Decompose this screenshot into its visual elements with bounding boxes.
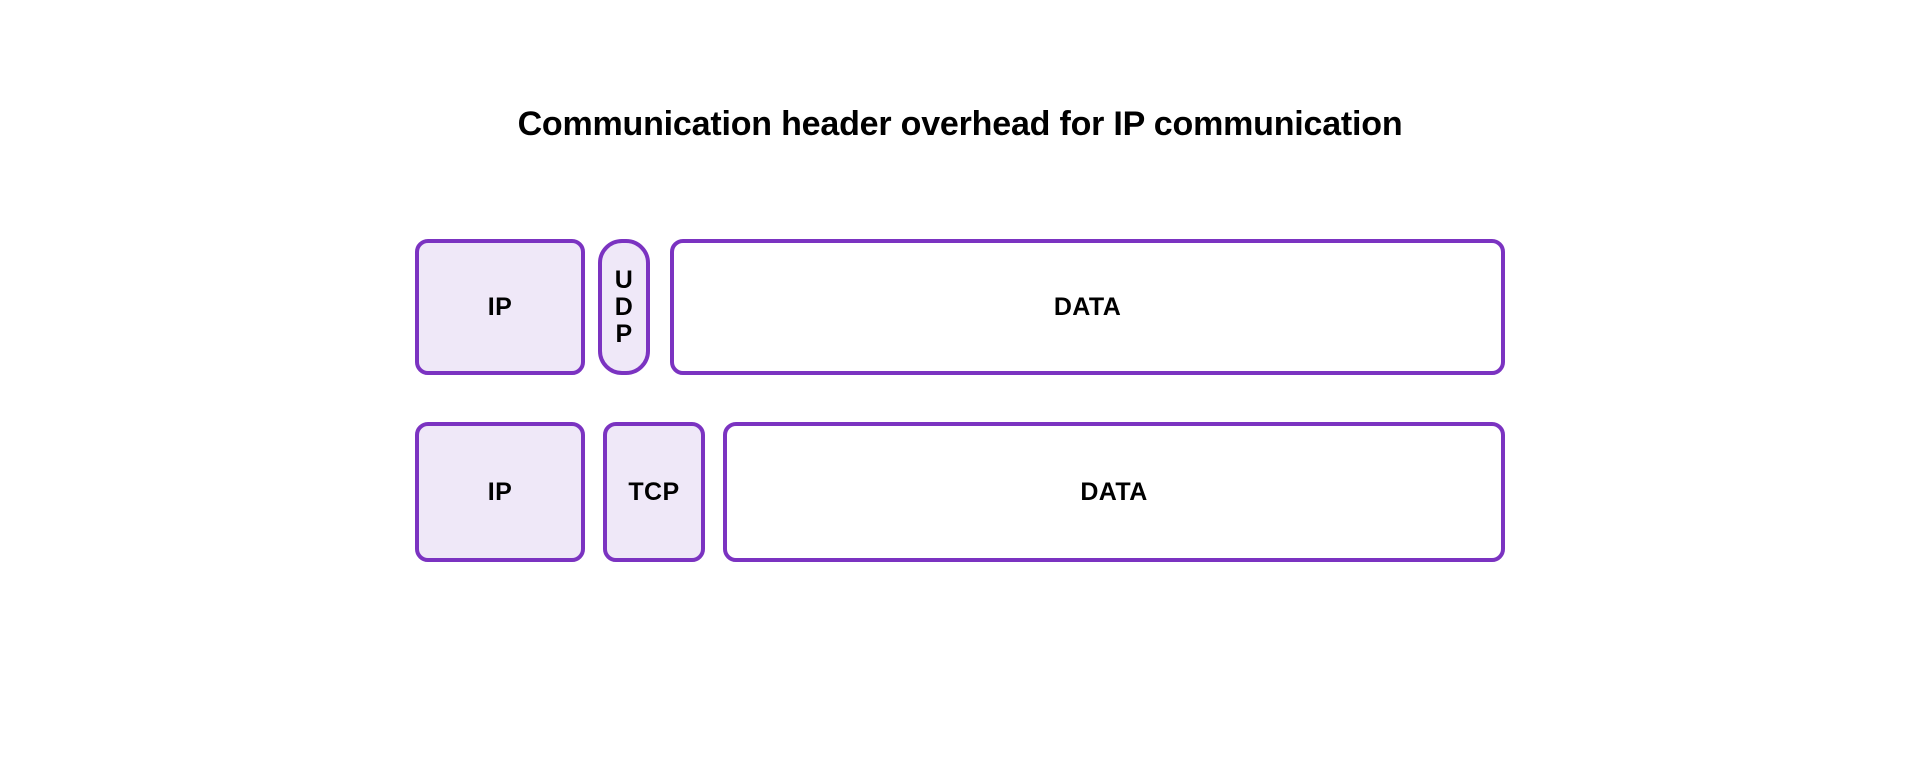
segment-label-udp-letter-d: D (614, 292, 634, 321)
segment-data-payload-udp-row: DATA (670, 239, 1505, 375)
segment-ip-header-udp-row: IP (415, 239, 585, 375)
packet-row-tcp: IP TCP DATA (415, 422, 1505, 562)
packet-row-udp: IP U D P DATA (415, 239, 1505, 375)
page-title: Communication header overhead for IP com… (517, 105, 1403, 143)
segment-ip-header-tcp-row: IP (415, 422, 585, 562)
segment-tcp-header: TCP (603, 422, 705, 562)
segment-data-payload-tcp-row: DATA (723, 422, 1505, 562)
segment-udp-header: U D P (598, 239, 650, 375)
segment-label-data: DATA (1080, 477, 1148, 506)
segment-label-ip: IP (487, 477, 513, 506)
segment-label-ip: IP (487, 292, 513, 321)
segment-label-udp-letter-u: U (614, 265, 634, 294)
segment-label-udp-letter-p: P (615, 319, 633, 348)
segment-label-data: DATA (1053, 292, 1122, 321)
segment-label-tcp: TCP (628, 477, 680, 506)
